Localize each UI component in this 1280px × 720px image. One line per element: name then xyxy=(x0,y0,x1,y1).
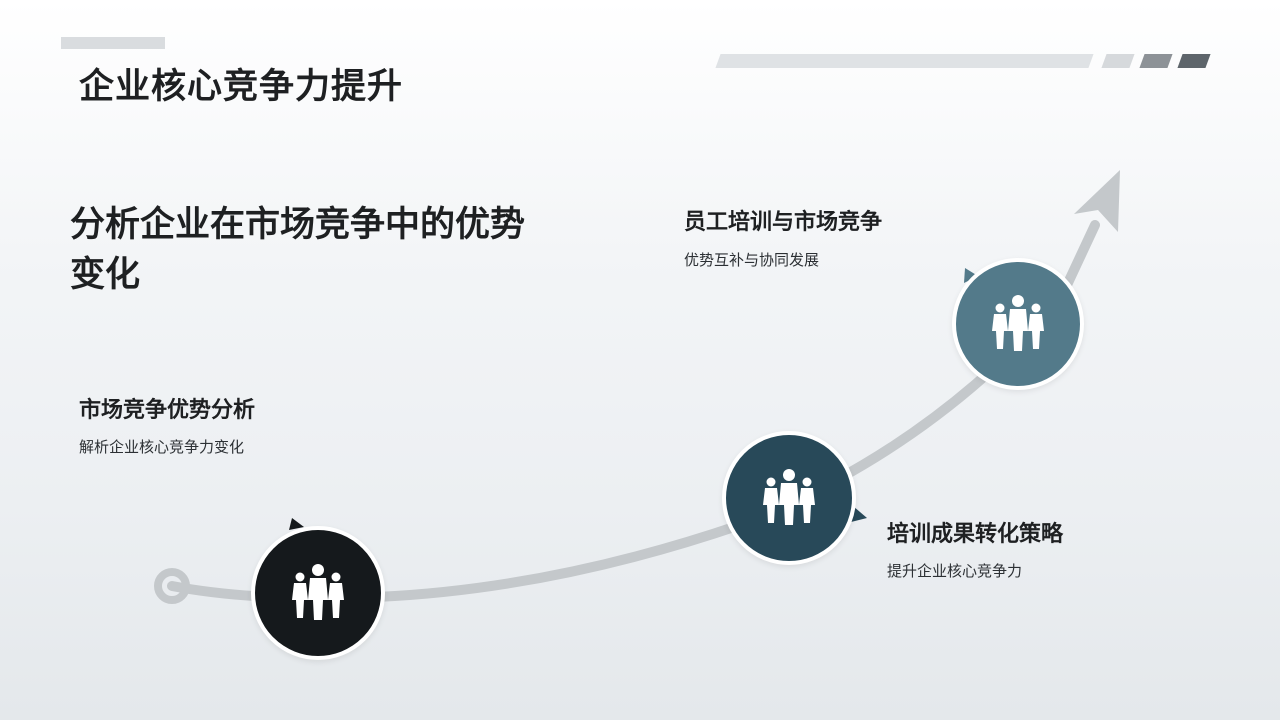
pointer-triangle-1 xyxy=(289,518,304,530)
team-icon xyxy=(758,465,820,531)
team-icon xyxy=(987,291,1049,357)
step-circle-3 xyxy=(952,258,1084,390)
curve-start-ring xyxy=(154,568,190,604)
title-accent-bar xyxy=(61,37,165,49)
step-description-2: 提升企业核心竞争力 xyxy=(887,562,1023,580)
page-title: 企业核心竞争力提升 xyxy=(79,67,404,107)
step-heading-1: 市场竞争优势分析 xyxy=(79,398,256,423)
growth-arrow-head xyxy=(1074,170,1120,232)
pointer-triangle-2 xyxy=(851,506,867,522)
step-heading-2: 培训成果转化策略 xyxy=(887,522,1064,547)
step-heading-3: 员工培训与市场竞争 xyxy=(684,210,883,235)
slide-subtitle: 分析企业在市场竞争中的优势变化 xyxy=(70,205,526,295)
team-icon xyxy=(287,560,349,626)
pointer-triangle-3 xyxy=(964,268,978,283)
step-circle-2 xyxy=(722,431,856,565)
step-circle-1 xyxy=(251,526,385,660)
step-description-1: 解析企业核心竞争力变化 xyxy=(79,438,245,456)
step-description-3: 优势互补与协同发展 xyxy=(684,251,820,269)
